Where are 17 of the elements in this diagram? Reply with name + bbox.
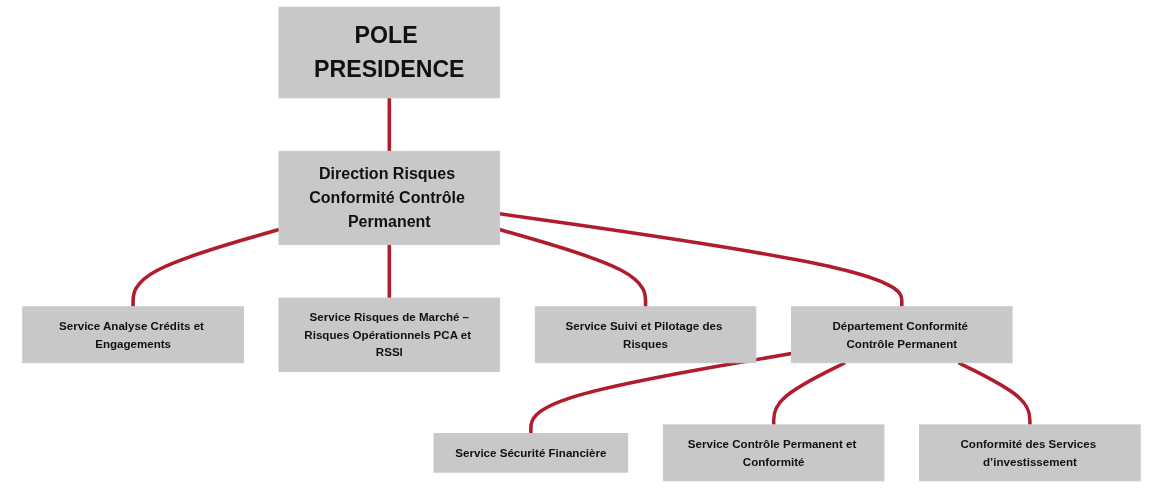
connector (529, 351, 792, 434)
connector (387, 97, 392, 152)
connector (957, 361, 1032, 425)
node-box: POLE PRESIDENCE (278, 6, 501, 99)
node-box: Département Conformité Contrôle Permanent (791, 306, 1013, 364)
connector (387, 244, 392, 299)
connector (131, 227, 280, 307)
connector (499, 227, 648, 307)
connector (499, 212, 904, 307)
node-box: Service Risques de Marché –Risques Opérationnels PCA et RSSI (278, 297, 501, 372)
node-box: Service Sécurité Financière (433, 433, 629, 473)
node-box: Service Suivi et Pilotage des Risques (534, 306, 757, 364)
connector (771, 361, 846, 425)
node-box: Service Analyse Crédits et Engagements (22, 306, 244, 364)
node-box: Direction Risques Conformité Contrôle Permanent (278, 150, 501, 246)
node-box: Conformité des Services d’investissement (919, 424, 1141, 482)
node-box: Service Contrôle Permanent et Conformité (662, 424, 885, 482)
